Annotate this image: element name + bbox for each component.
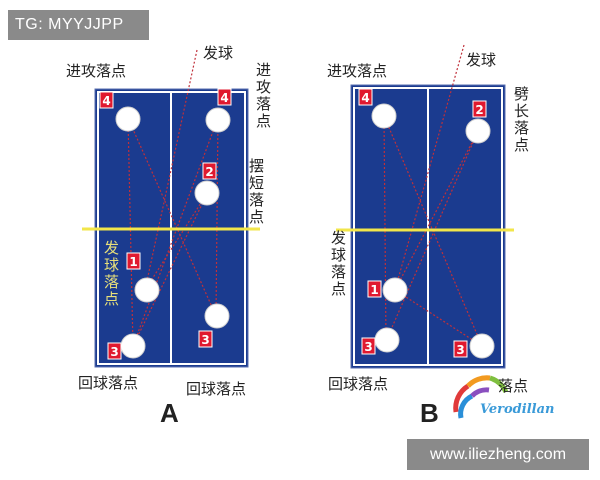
marker-label: 2 — [475, 103, 483, 117]
marker-box — [361, 337, 376, 355]
marker-box — [99, 91, 114, 109]
marker-box — [107, 342, 122, 360]
short-drop-label-a: 摆短落点 — [248, 157, 264, 226]
marker-label: 3 — [201, 333, 209, 347]
attack-landing-label-a: 进攻落点 — [66, 62, 127, 80]
ball — [371, 103, 397, 129]
marker-box — [453, 340, 468, 358]
markers-a: 4 4 2 1 3 3 — [99, 88, 232, 360]
balls-b — [371, 103, 495, 359]
serve-label-a: 发球 — [203, 44, 234, 62]
marker-label: 3 — [110, 345, 118, 359]
marker-box — [198, 330, 213, 348]
watermark-tag: TG: MYYJJPP — [8, 10, 149, 40]
marker-label: 4 — [102, 94, 110, 108]
ball — [194, 180, 220, 206]
return-landing-right-label-b: 落点 — [498, 377, 529, 395]
serve-landing-label-b: 发球落点 — [330, 229, 346, 298]
long-drive-label-b: 劈长落点 — [513, 85, 529, 154]
markers-b: 4 2 1 3 3 — [358, 88, 487, 358]
brand-logo-icon — [453, 375, 509, 419]
ball — [465, 118, 491, 144]
ball — [205, 107, 231, 133]
marker-box — [202, 162, 217, 180]
marker-box — [217, 88, 232, 106]
attack-landing-label-b: 进攻落点 — [327, 62, 388, 80]
ball — [469, 333, 495, 359]
trajectories-a — [127, 49, 219, 347]
ball — [134, 277, 160, 303]
caption-a: A — [160, 398, 179, 428]
ball — [382, 277, 408, 303]
marker-label: 1 — [370, 283, 378, 297]
ball — [374, 327, 400, 353]
marker-label: 3 — [364, 340, 372, 354]
marker-box — [367, 280, 382, 298]
return-landing-left-label-b: 回球落点 — [328, 375, 389, 393]
marker-box — [358, 88, 373, 106]
caption-b: B — [420, 398, 439, 428]
serve-landing-label-a: 发球落点 — [103, 239, 119, 308]
balls-a — [115, 106, 231, 359]
marker-box — [126, 252, 141, 270]
ball — [120, 333, 146, 359]
return-landing-left-label-a: 回球落点 — [78, 374, 139, 392]
marker-label: 4 — [220, 91, 228, 105]
marker-label: 1 — [129, 255, 137, 269]
marker-label: 4 — [361, 91, 369, 105]
attack-landing-vertical-label-a: 进攻落点 — [255, 61, 271, 130]
brand-name: Verodillan — [480, 402, 555, 417]
marker-label: 3 — [456, 343, 464, 357]
ball — [204, 303, 230, 329]
return-landing-right-label-a: 回球落点 — [186, 380, 247, 398]
marker-box — [472, 100, 487, 118]
marker-label: 2 — [205, 165, 213, 179]
ball — [115, 106, 141, 132]
watermark-url: www.iliezheng.com — [407, 439, 589, 470]
serve-label-b: 发球 — [466, 51, 497, 69]
